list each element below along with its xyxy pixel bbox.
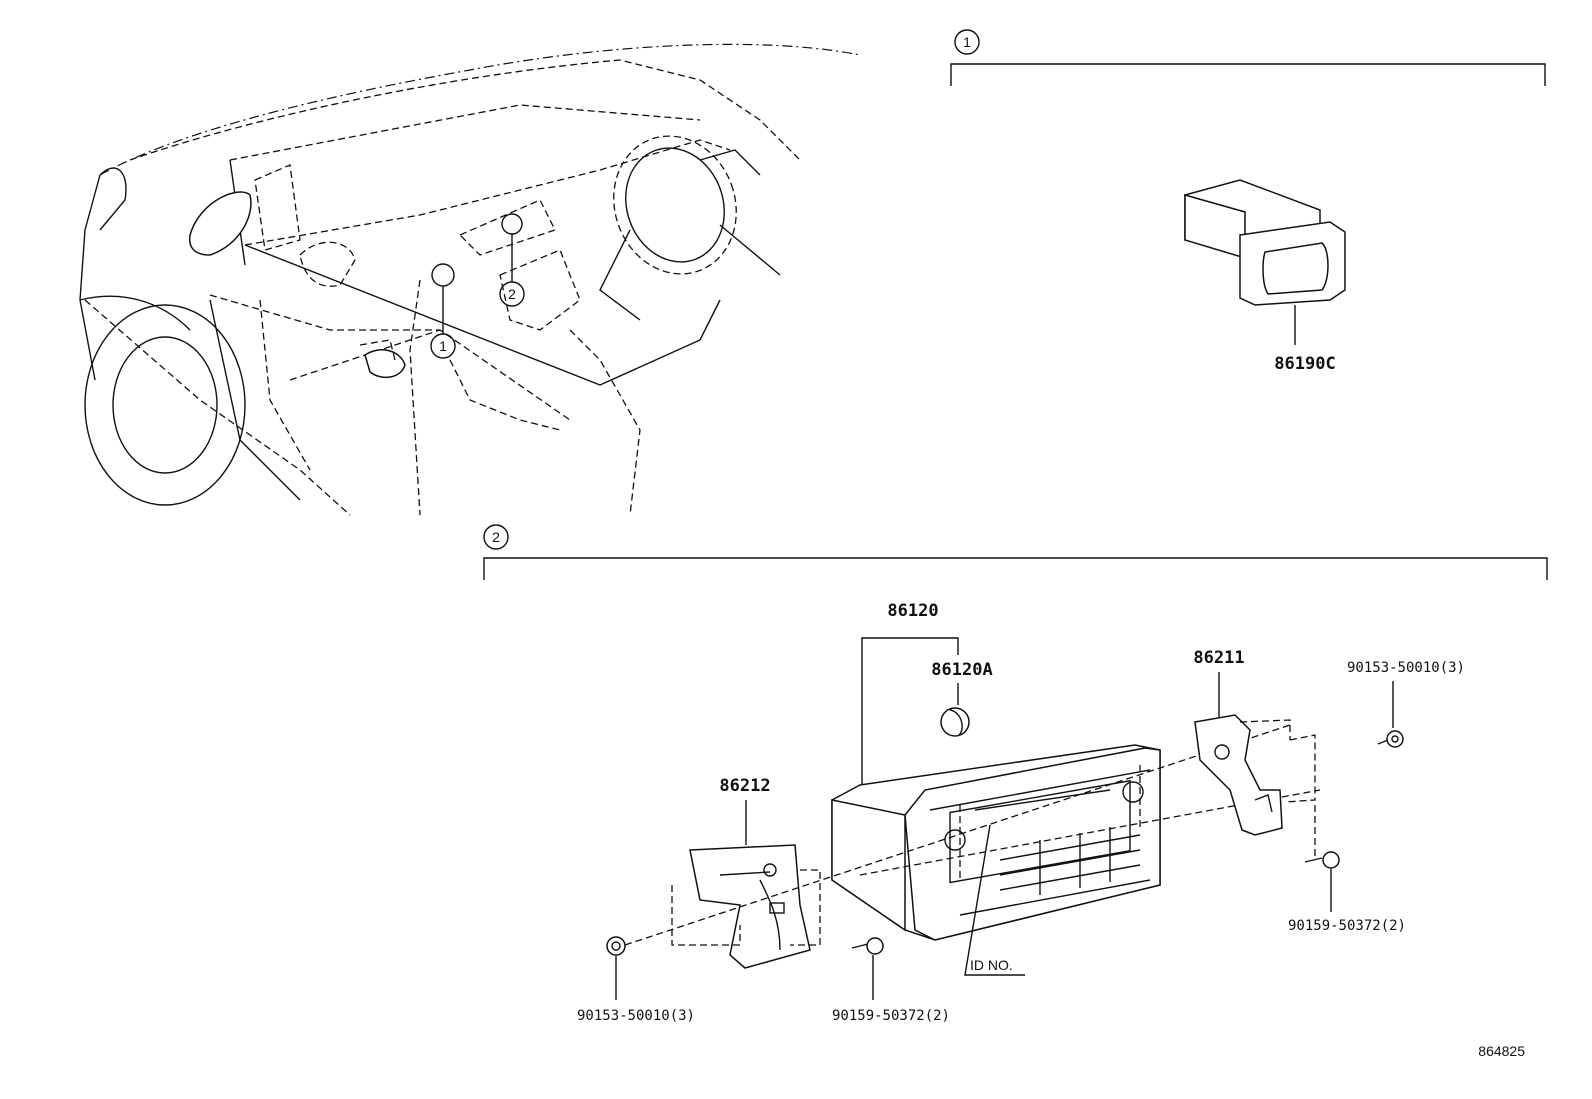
label-86211: 86211 [1193, 648, 1244, 668]
label-86190c: 86190C [1274, 354, 1335, 374]
label-86212: 86212 [719, 776, 770, 796]
bracket-86211 [1194, 714, 1316, 860]
callout-2-lower-text: 2 [508, 286, 516, 302]
switch-86190c-part [1184, 179, 1346, 345]
callout-2-lower [499, 281, 525, 307]
screw-right-90159 [1304, 851, 1340, 912]
section-2-callout [483, 524, 509, 550]
label-screw-left: 90159-50372(2) [832, 1008, 950, 1024]
label-bolt-left: 90153-50010(3) [577, 1008, 695, 1024]
label-screw-right: 90159-50372(2) [1288, 918, 1406, 934]
section-2-callout-text: 2 [492, 529, 500, 545]
label-86120: 86120 [887, 601, 938, 621]
location-2-marker [501, 213, 523, 235]
label-bolt-right: 90153-50010(3) [1347, 660, 1465, 676]
bracket-86212 [671, 844, 821, 969]
radio-unit-86120 [831, 744, 1161, 941]
label-86120a: 86120A [931, 660, 992, 680]
callout-1-lower [430, 333, 456, 359]
car-interior-illustration: 1 2 [79, 43, 861, 516]
section-2: 2 86120 86120A ID NO. 86 [483, 524, 1548, 1024]
section-1: 1 86190C [950, 29, 1546, 374]
section-1-bracket [950, 63, 1546, 86]
label-id-no: ID NO. [970, 957, 1013, 973]
section-1-callout-text: 1 [963, 34, 971, 50]
bolt-left-90153 [606, 936, 626, 1000]
section-2-bracket [483, 557, 1548, 580]
section-1-callout [954, 29, 980, 55]
bolt-right-90153 [1377, 730, 1404, 748]
diagram-id: 864825 [1478, 1043, 1525, 1059]
screw-left-90159 [851, 937, 884, 1000]
callout-1-lower-text: 1 [439, 338, 447, 354]
location-1-marker [431, 263, 455, 287]
